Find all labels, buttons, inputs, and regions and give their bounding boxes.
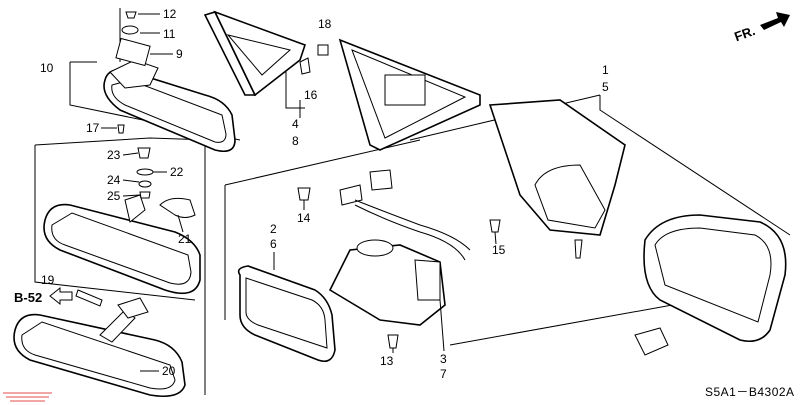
callout-2: 2 <box>270 222 277 236</box>
callout-17: 17 <box>86 121 100 135</box>
callout-10: 10 <box>40 61 54 75</box>
callout-4: 4 <box>292 117 299 131</box>
front-direction-indicator: FR. <box>732 12 790 44</box>
callout-14: 14 <box>297 211 311 225</box>
callout-18: 18 <box>318 17 332 31</box>
callout-22: 22 <box>170 165 184 179</box>
callout-5: 5 <box>602 80 609 94</box>
callout-21: 21 <box>178 232 192 246</box>
callout-3: 3 <box>440 352 447 366</box>
callout-23: 23 <box>107 148 121 162</box>
group-brackets <box>34 8 791 395</box>
inside-mirror-20 <box>13 289 186 398</box>
watermark <box>3 392 52 402</box>
reference-arrow <box>49 286 73 306</box>
front-label: FR. <box>732 23 757 44</box>
reference-b52: B-52 <box>14 290 42 305</box>
callout-labels: 12 11 9 10 17 18 16 4 8 1 5 23 22 24 25 … <box>14 7 609 381</box>
inside-mirror-19 <box>43 147 201 295</box>
callout-13: 13 <box>380 354 394 368</box>
front-arrow-icon <box>760 12 790 30</box>
callout-11: 11 <box>163 27 176 41</box>
callout-6: 6 <box>270 237 277 251</box>
callout-20: 20 <box>162 364 176 378</box>
callout-16: 16 <box>304 88 318 102</box>
callout-25: 25 <box>107 189 121 203</box>
mirror-actuator <box>297 169 501 349</box>
inside-mirror-upper <box>103 11 236 153</box>
callout-9: 9 <box>176 47 183 61</box>
callout-12: 12 <box>163 7 177 21</box>
callout-7: 7 <box>440 367 447 381</box>
callout-15: 15 <box>492 243 506 257</box>
callout-8: 8 <box>292 134 299 148</box>
mirror-glass <box>237 265 336 363</box>
callout-1: 1 <box>602 63 609 77</box>
mirror-base <box>488 99 626 259</box>
part-code: S5A1－B4302A <box>705 385 795 399</box>
mirror-cover-4 <box>203 10 329 97</box>
callout-19: 19 <box>41 273 55 287</box>
inner-cover <box>338 38 481 151</box>
callout-24: 24 <box>107 173 121 187</box>
mirror-skull-cap <box>634 214 787 356</box>
